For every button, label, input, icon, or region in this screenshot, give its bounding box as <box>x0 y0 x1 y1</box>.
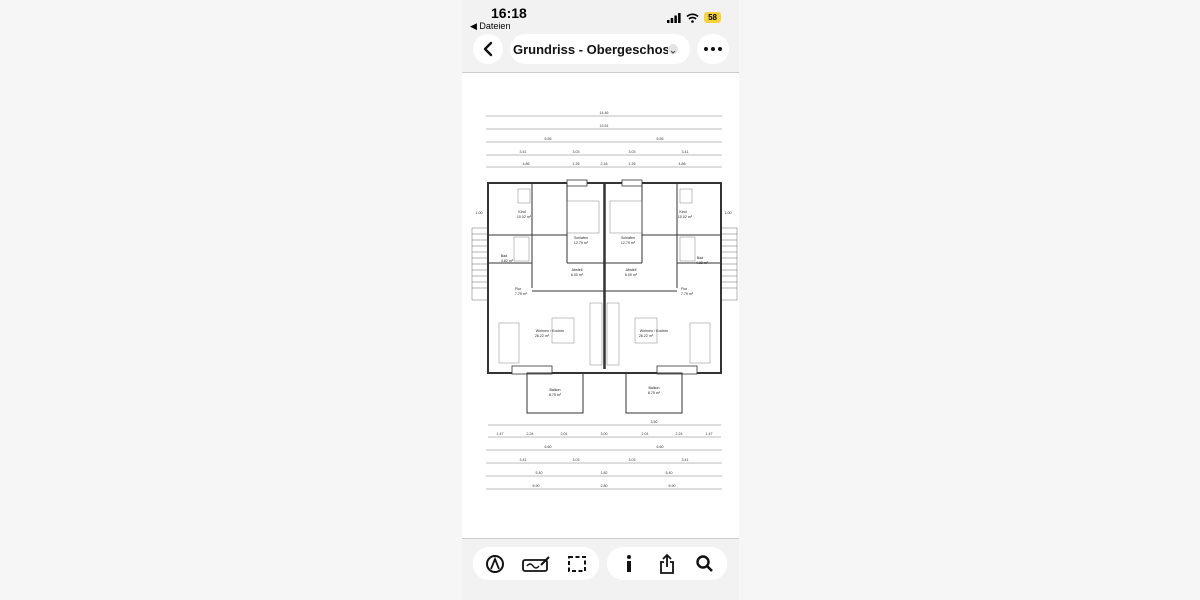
select-area-button[interactable] <box>563 550 591 578</box>
document-page[interactable]: 14.46 13.51 6.55 6.55 3.41 3.03 3.03 3.4… <box>462 72 739 539</box>
chevron-left-icon <box>483 41 493 57</box>
dimension-lines-bottom <box>486 424 722 490</box>
dim-label: 6.60 <box>657 445 664 449</box>
room-area: 10.02 m² <box>678 215 693 219</box>
room-area: 10.02 m² <box>517 215 532 219</box>
chevron-down-icon <box>668 44 678 54</box>
room-name: Flur <box>681 287 688 291</box>
dim-label: 3.41 <box>520 150 527 154</box>
staircase-left <box>471 227 489 301</box>
room-name: Flur <box>515 287 522 291</box>
room-area: 26.22 m² <box>535 334 550 338</box>
dim-label: 5.40 <box>536 471 543 475</box>
room-area: 4.82 m² <box>696 261 709 265</box>
phone-screen: 16:18 ◀ Dateien 58 Grundriss - Obergesch… <box>462 0 739 600</box>
room-area: 8.75 m² <box>549 393 562 397</box>
markup-tools-group <box>473 547 599 580</box>
signal-icon <box>667 12 681 23</box>
room-area: 6.00 m² <box>625 273 638 277</box>
dim-label: 3.50 <box>651 420 658 424</box>
info-button[interactable] <box>615 550 643 578</box>
room-name: Wohnen / Kochen <box>536 329 565 333</box>
staircase-right <box>720 227 738 301</box>
room-area: 26.22 m² <box>639 334 654 338</box>
search-icon <box>696 554 713 572</box>
dim-label: 2.24 <box>676 432 683 436</box>
dim-label: 3.03 <box>573 150 580 154</box>
share-button[interactable] <box>653 550 681 578</box>
dim-label: 4.86 <box>523 162 530 166</box>
dim-label: 3.41 <box>520 458 527 462</box>
signature-icon <box>522 555 550 572</box>
room-name: Schlafen <box>621 236 635 240</box>
room-name: Balkon <box>649 386 660 390</box>
room-name: Bad <box>697 256 703 260</box>
status-icons: 58 <box>667 12 721 23</box>
dim-label: 1.47 <box>497 432 504 436</box>
dim-label: 2.80 <box>601 484 608 488</box>
dim-label: 13.51 <box>600 124 609 128</box>
ellipsis-icon <box>704 47 708 51</box>
signature-tool-button[interactable] <box>519 550 553 578</box>
room-name: Bad <box>501 254 507 258</box>
room-area: 7.79 m² <box>515 292 528 296</box>
markup-pen-icon <box>486 554 504 573</box>
dim-label: 3.41 <box>682 150 689 154</box>
dim-label: 5.40 <box>666 471 673 475</box>
room-area: 8.75 m² <box>648 391 661 395</box>
dim-label: 14.46 <box>600 111 609 115</box>
room-area: 7.79 m² <box>681 292 694 296</box>
back-button[interactable] <box>473 34 503 64</box>
wifi-icon <box>686 13 699 23</box>
dim-label: 2.01 <box>642 432 649 436</box>
side-dim-label: 1.00 <box>725 211 732 215</box>
room-area: 12.79 m² <box>574 241 589 245</box>
document-title: Grundriss - Obergeschoss <box>513 41 668 57</box>
room-area: 12.79 m² <box>621 241 636 245</box>
share-icon <box>660 553 674 574</box>
room-area: 6.00 m² <box>571 273 584 277</box>
dimension-lines-top <box>486 115 722 168</box>
dim-label: 6.60 <box>545 445 552 449</box>
side-dim-label: 1.00 <box>476 211 483 215</box>
info-icon <box>627 554 631 572</box>
status-time: 16:18 <box>491 5 527 21</box>
dim-label: 3.03 <box>629 150 636 154</box>
room-name: Kind <box>679 210 686 214</box>
room-name: Kind <box>518 210 525 214</box>
battery-indicator: 58 <box>704 12 721 23</box>
room-name: Abstell <box>626 268 637 272</box>
markup-tool-button[interactable] <box>481 550 509 578</box>
room-name: Abstell <box>572 268 583 272</box>
dim-label: 2.01 <box>561 432 568 436</box>
dim-label: 1.82 <box>601 471 608 475</box>
dim-label: 4.86 <box>679 162 686 166</box>
dim-label: 3.00 <box>601 432 608 436</box>
room-name: Balkon <box>550 388 561 392</box>
bottom-toolbar <box>473 547 727 580</box>
back-to-app-link[interactable]: ◀ Dateien <box>470 21 511 31</box>
dim-label: 3.03 <box>629 458 636 462</box>
room-name: Wohnen / Kochen <box>640 329 669 333</box>
room-name: Schlafen <box>574 236 588 240</box>
dim-label: 6.55 <box>657 137 664 141</box>
dim-label: 2.24 <box>527 432 534 436</box>
dim-label: 5.90 <box>669 484 676 488</box>
info-tools-group <box>607 547 727 580</box>
dim-label: 5.90 <box>533 484 540 488</box>
dim-label: 1.26 <box>629 162 636 166</box>
floor-plan: 14.46 13.51 6.55 6.55 3.41 3.03 3.03 3.4… <box>471 111 738 490</box>
furniture <box>498 188 711 366</box>
search-button[interactable] <box>691 550 719 578</box>
dim-label: 2.16 <box>601 162 608 166</box>
dim-label: 1.47 <box>706 432 713 436</box>
document-title-button[interactable]: Grundriss - Obergeschoss <box>510 34 690 64</box>
dim-label: 3.41 <box>682 458 689 462</box>
selection-rect-icon <box>568 555 586 572</box>
dim-label: 6.55 <box>545 137 552 141</box>
room-area: 4.82 m² <box>501 259 514 263</box>
dim-label: 1.26 <box>573 162 580 166</box>
more-button[interactable] <box>697 34 729 64</box>
dim-label: 3.03 <box>573 458 580 462</box>
